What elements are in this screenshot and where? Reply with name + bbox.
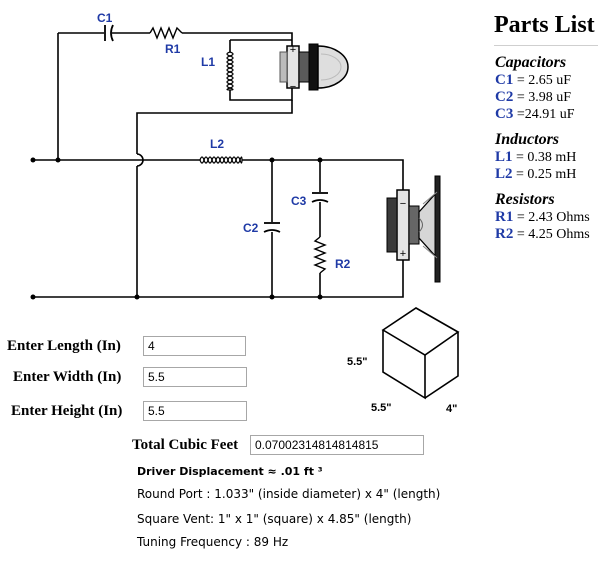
- round-port-info: Round Port : 1.033" (inside diameter) x …: [137, 487, 441, 501]
- terminal-dot: [30, 157, 36, 163]
- part-value: = 2.65 uF: [513, 73, 572, 88]
- part-value: = 2.43 Ohms: [513, 210, 590, 225]
- part-value: = 3.98 uF: [513, 90, 572, 105]
- woofer-driver: [386, 175, 441, 283]
- junction-dot: [134, 294, 140, 300]
- section-title: Capacitors: [495, 54, 567, 71]
- total-cubic-feet-label: Total Cubic Feet: [132, 437, 239, 453]
- wire: [242, 159, 404, 190]
- box-height-label: 5.5": [347, 356, 368, 368]
- part-row: R1 = 2.43 Ohms: [495, 209, 612, 226]
- inductor-l2-symbol: [199, 156, 243, 164]
- polarity-minus: −: [400, 198, 406, 210]
- wire: [182, 32, 293, 46]
- part-name: L1: [495, 149, 513, 165]
- part-value: = 0.25 mH: [512, 167, 577, 182]
- width-label: Enter Width (In): [13, 369, 122, 385]
- square-vent-info: Square Vent: 1" x 1" (square) x 4.85" (l…: [137, 512, 412, 526]
- box-width-label: 5.5": [371, 402, 392, 414]
- length-input[interactable]: [143, 336, 246, 356]
- polarity-plus: +: [400, 248, 406, 260]
- width-input[interactable]: [143, 367, 247, 387]
- enclosure-box-diagram: [381, 307, 460, 400]
- polarity-plus: +: [290, 44, 296, 56]
- inductor-l1-symbol: [226, 51, 234, 91]
- junction-dot: [55, 157, 61, 163]
- part-name: C3: [495, 106, 514, 122]
- wire: [33, 260, 404, 298]
- height-input[interactable]: [143, 401, 247, 421]
- label-c1: C1: [97, 11, 113, 25]
- section-title: Inductors: [495, 131, 560, 148]
- capacitor-c1-symbol: [104, 24, 114, 42]
- wire: [136, 100, 293, 154]
- inductors-section: Inductors L1 = 0.38 mH L2 = 0.25 mH: [495, 131, 612, 183]
- resistor-r1-symbol: [149, 26, 183, 40]
- part-row: L1 = 0.38 mH: [495, 149, 612, 166]
- part-row: C3 =24.91 uF: [495, 106, 612, 123]
- parts-list: Parts List Capacitors C1 = 2.65 uF C2 = …: [492, 8, 612, 251]
- part-row: C1 = 2.65 uF: [495, 72, 612, 89]
- junction-dot: [269, 294, 275, 300]
- height-label: Enter Height (In): [11, 403, 123, 419]
- divider: [494, 45, 598, 46]
- resistors-section: Resistors R1 = 2.43 Ohms R2 = 4.25 Ohms: [495, 191, 612, 243]
- part-name: R2: [495, 226, 514, 242]
- label-c3: C3: [291, 194, 307, 208]
- box-length-label: 4": [446, 403, 457, 415]
- part-row: C2 = 3.98 uF: [495, 89, 612, 106]
- label-l1: L1: [201, 55, 215, 69]
- wire: [229, 88, 293, 101]
- part-name: L2: [495, 166, 513, 182]
- label-l2: L2: [210, 137, 224, 151]
- part-name: C2: [495, 89, 514, 105]
- part-value: =24.91 uF: [513, 107, 575, 122]
- length-label: Enter Length (In): [7, 338, 121, 354]
- label-r1: R1: [165, 42, 181, 56]
- section-title: Resistors: [495, 191, 555, 208]
- junction-dot: [269, 157, 275, 163]
- tuning-frequency: Tuning Frequency : 89 Hz: [137, 535, 289, 549]
- total-cubic-feet-field[interactable]: [250, 435, 424, 455]
- junction-dot: [317, 157, 323, 163]
- tweeter-driver: [279, 43, 349, 91]
- terminal-dot: [30, 294, 36, 300]
- polarity-minus: −: [290, 81, 296, 93]
- parts-list-title: Parts List: [494, 12, 595, 38]
- junction-dot: [317, 294, 323, 300]
- resistor-r2-symbol: [313, 236, 327, 274]
- capacitors-section: Capacitors C1 = 2.65 uF C2 = 3.98 uF C3 …: [495, 54, 612, 123]
- part-row: L2 = 0.25 mH: [495, 166, 612, 183]
- part-value: = 0.38 mH: [512, 150, 577, 165]
- capacitor-c3-symbol: [311, 192, 329, 203]
- label-c2: C2: [243, 221, 259, 235]
- part-value: = 4.25 Ohms: [513, 227, 590, 242]
- label-r2: R2: [335, 257, 351, 271]
- part-row: R2 = 4.25 Ohms: [495, 226, 612, 243]
- driver-displacement: Driver Displacement ≈ .01 ft ³: [137, 465, 323, 478]
- capacitor-c2-symbol: [263, 222, 281, 233]
- part-name: R1: [495, 209, 514, 225]
- part-name: C1: [495, 72, 514, 88]
